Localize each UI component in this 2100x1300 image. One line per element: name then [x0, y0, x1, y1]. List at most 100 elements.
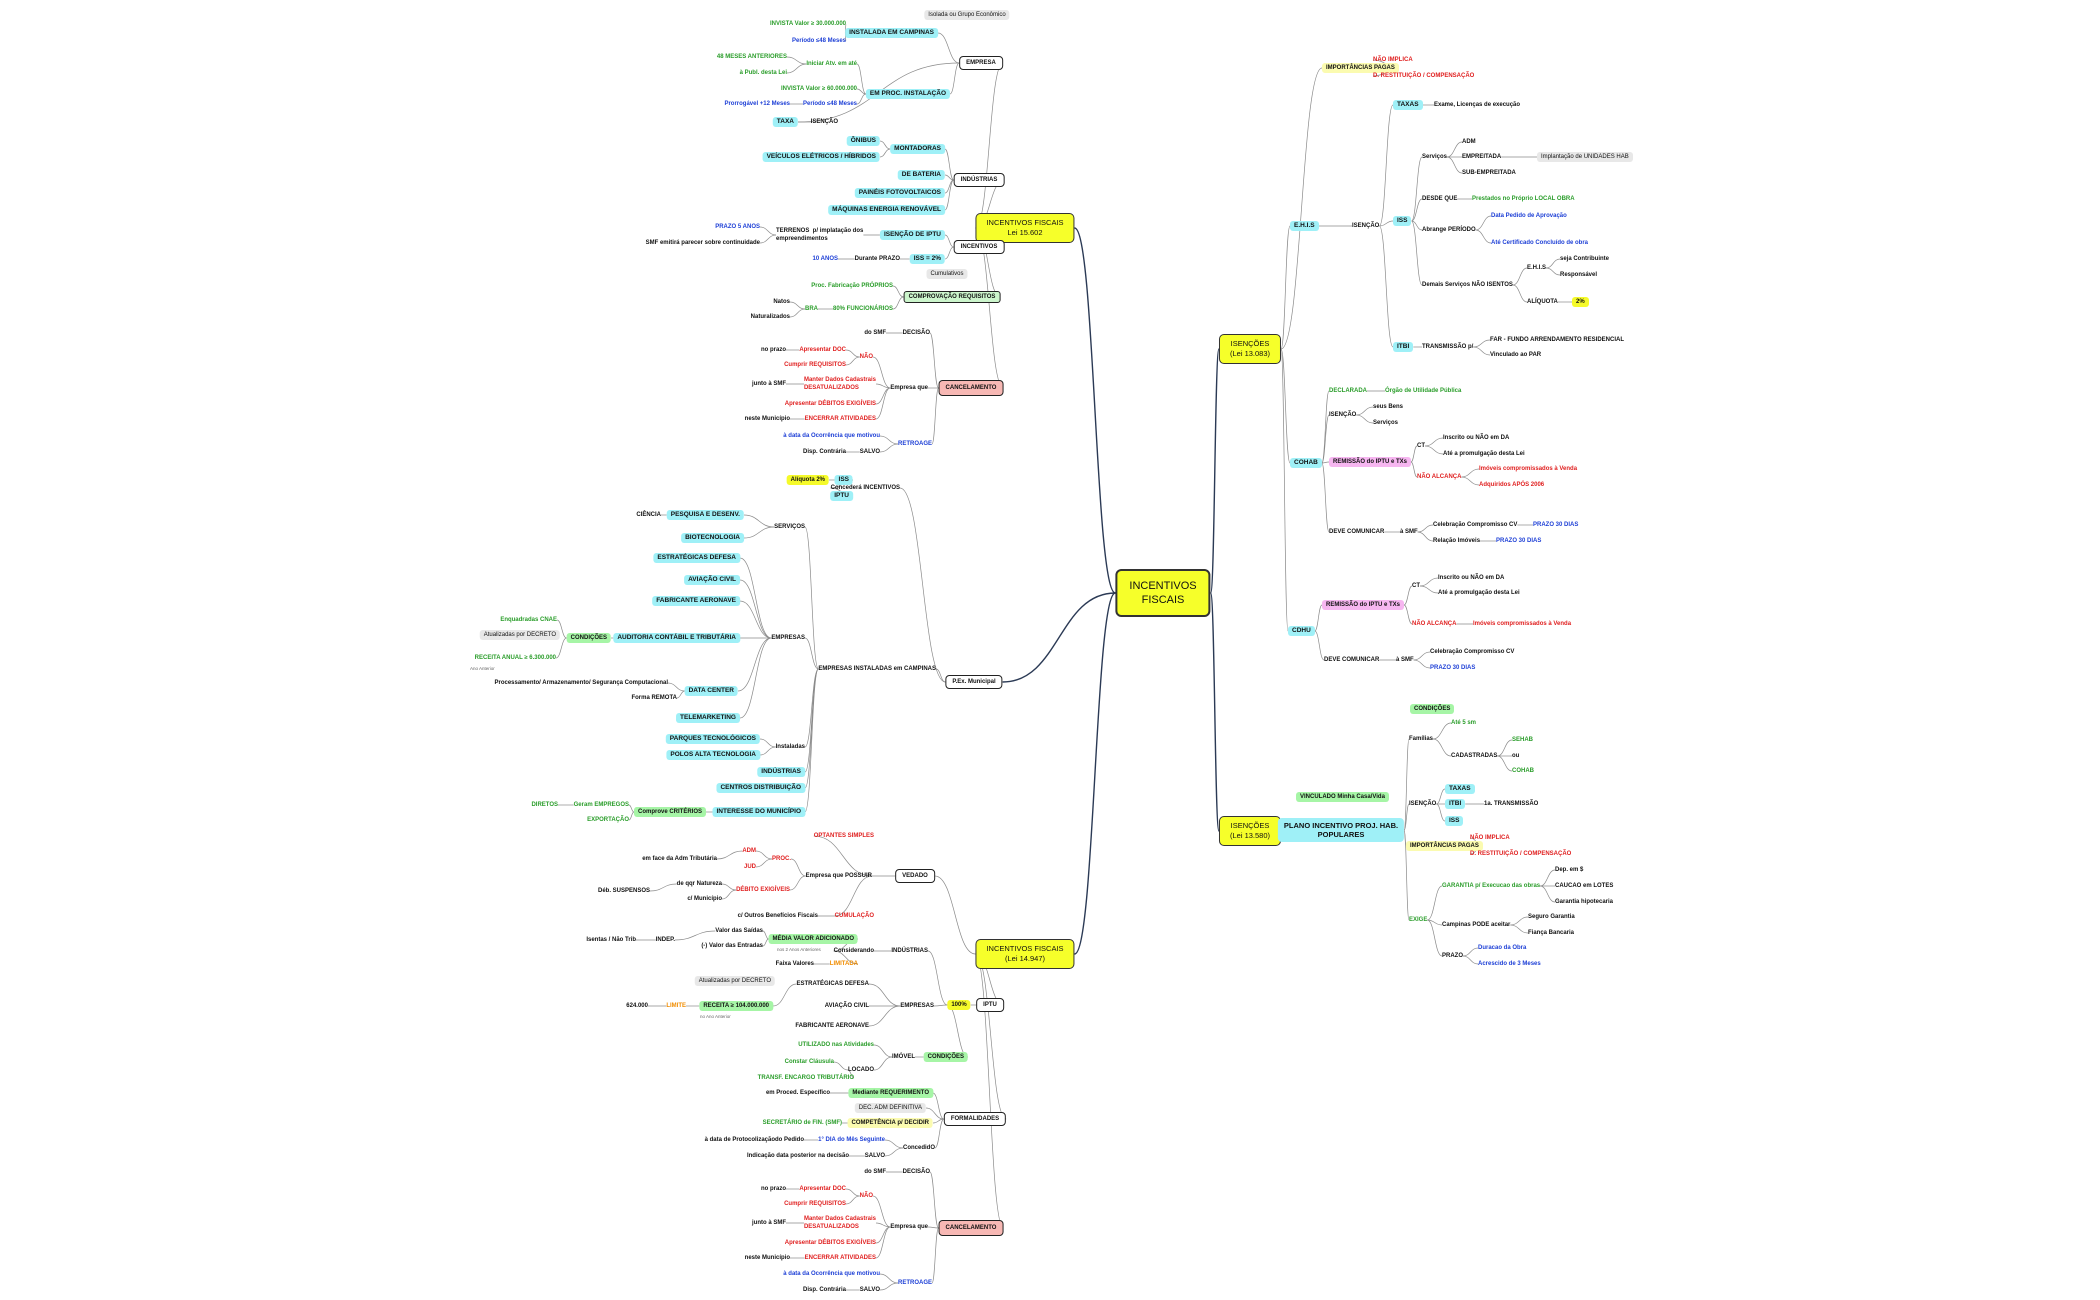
node-isencao1[interactable]: ISENÇÃO: [810, 119, 838, 125]
node-inv60[interactable]: INVISTA Valor ≥ 60.000.000: [781, 86, 857, 92]
node-asmf1[interactable]: à SMF: [1400, 529, 1418, 535]
node-prorrog[interactable]: Prorrogável +12 Meses: [724, 101, 790, 107]
node-devecom1[interactable]: DEVE COMUNICAR: [1329, 529, 1385, 535]
node-enquad[interactable]: Enquadradas CNAE: [500, 617, 557, 623]
node-root[interactable]: INCENTIVOS FISCAIS: [1115, 569, 1211, 617]
node-itbi5[interactable]: ITBI: [1393, 342, 1414, 352]
node-constar[interactable]: Constar Cláusula: [784, 1059, 834, 1065]
node-seusbens[interactable]: seus Bens: [1373, 404, 1404, 410]
node-nao1[interactable]: NÃO: [859, 354, 873, 360]
node-aliquota5[interactable]: ALÍQUOTA: [1527, 299, 1558, 305]
node-formarem[interactable]: Forma REMOTA: [631, 695, 677, 701]
node-seguro[interactable]: Seguro Garantia: [1528, 914, 1575, 920]
node-cancel1[interactable]: CANCELAMENTO: [938, 380, 1004, 396]
node-dia1[interactable]: 1° DIA do Mês Seguinte: [818, 1137, 885, 1143]
node-comprove[interactable]: Comprove CRITÉRIOS: [633, 807, 706, 817]
node-cancel2[interactable]: CANCELAMENTO: [938, 1220, 1004, 1236]
node-naoalc2[interactable]: NÃO ALCANÇA: [1412, 621, 1457, 627]
node-compet[interactable]: COMPETÊNCIA p/ DECIDIR: [847, 1118, 933, 1128]
node-iptu4[interactable]: IPTU: [976, 998, 1004, 1012]
node-iss7[interactable]: ISS: [1445, 816, 1464, 826]
node-decisao1[interactable]: DECISÃO: [902, 330, 930, 336]
node-prestados[interactable]: Prestados no Próprio LOCAL OBRA: [1472, 196, 1575, 202]
node-paineis[interactable]: PAINÉIS FOTOVOLTAICOS: [854, 188, 945, 198]
node-taxas7[interactable]: TAXAS: [1445, 784, 1475, 794]
node-ciencia[interactable]: CIÊNCIA: [636, 512, 661, 518]
node-transf[interactable]: TRANSF. ENCARGO TRIBUTÁRIO: [757, 1075, 854, 1081]
node-far[interactable]: FAR - FUNDO ARRENDAMENTO RESIDENCIAL: [1490, 337, 1625, 343]
node-prazo30c[interactable]: PRAZO 30 DIAS: [1430, 665, 1476, 671]
node-geram[interactable]: Geram EMPREGOS: [573, 802, 629, 808]
node-junto1[interactable]: junto à SMF: [752, 381, 786, 387]
node-isolada[interactable]: Isolada ou Grupo Econômico: [924, 10, 1010, 20]
node-adm[interactable]: ADM: [742, 848, 756, 854]
node-vedado[interactable]: VEDADO: [895, 869, 935, 883]
node-terrenos[interactable]: TERRENOS p/ implatação dos empreendiment…: [776, 228, 864, 242]
node-iss2[interactable]: ISS = 2%: [909, 254, 945, 264]
node-encerrar1[interactable]: ENCERRAR ATIVIDADES: [804, 416, 876, 422]
node-consid[interactable]: Considerando: [833, 948, 874, 954]
node-asmf2[interactable]: à SMF: [1396, 657, 1414, 663]
node-naoimpl1[interactable]: NÃO IMPLICA: [1373, 57, 1413, 63]
node-fabaer2[interactable]: FABRICANTE AERONAVE: [795, 1023, 869, 1029]
node-cumulativos[interactable]: Cumulativos: [926, 269, 968, 279]
node-isiptu[interactable]: ISENÇÃO DE IPTU: [879, 230, 945, 240]
node-indep[interactable]: INDEP.: [655, 937, 675, 943]
node-natural[interactable]: Naturalizados: [750, 314, 790, 320]
node-emface[interactable]: em face da Adm Tributária: [642, 856, 717, 862]
node-auditoria[interactable]: AUDITORIA CONTÁBIL E TRIBUTÁRIA: [613, 633, 740, 643]
node-ate5[interactable]: Até 5 sm: [1451, 720, 1477, 726]
node-veiculos[interactable]: VEÍCULOS ELÉTRICOS / HÍBRIDOS: [762, 152, 880, 162]
node-cadastr[interactable]: CADASTRADAS: [1451, 753, 1498, 759]
node-industrias3[interactable]: INDÚSTRIAS: [757, 767, 805, 777]
node-decadm[interactable]: DEC. ADM DEFINITIVA: [854, 1103, 926, 1113]
node-anoant2[interactable]: no Ano Anterior: [700, 1014, 731, 1019]
node-respons[interactable]: Responsável: [1560, 272, 1598, 278]
node-junto2[interactable]: junto à SMF: [752, 1220, 786, 1226]
node-jud[interactable]: JUD: [743, 864, 756, 870]
node-aliq2[interactable]: Alíquota 2%: [786, 475, 829, 485]
node-isentas[interactable]: Isentas / Não Trib: [586, 937, 636, 943]
node-imppagas2[interactable]: IMPORTÂNCIAS PAGAS: [1406, 841, 1483, 851]
node-atepromul2[interactable]: Até a promulgação desta Lei: [1438, 590, 1520, 596]
node-subemp[interactable]: SUB-EMPREITADA: [1462, 170, 1516, 176]
node-relacao[interactable]: Relação Imóveis: [1433, 538, 1481, 544]
node-estrdef2[interactable]: ESTRATÉGICAS DEFESA: [796, 981, 869, 987]
node-orgao[interactable]: Órgão de Utilidade Pública: [1385, 388, 1462, 394]
node-concedera[interactable]: Concederá INCENTIVOS: [830, 485, 900, 491]
node-empreit[interactable]: EMPREITADA: [1462, 154, 1502, 160]
node-debitos1[interactable]: Apresentar DÉBITOS EXIGÍVEIS: [784, 401, 876, 407]
node-plano[interactable]: PLANO INCENTIVO PROJ. HAB. POPULARES: [1277, 818, 1405, 842]
node-nao2[interactable]: NÃO: [859, 1193, 873, 1199]
node-atualdec1[interactable]: Atualizadas por DECRETO: [479, 630, 560, 640]
node-apresdoc1[interactable]: Apresentar DOC: [799, 347, 846, 353]
node-limite[interactable]: LIMITE: [666, 1003, 686, 1009]
node-func80[interactable]: 80% FUNCIONÁRIOS: [832, 306, 893, 312]
node-secret[interactable]: SECRETÁRIO de FIN. (SMF): [762, 1120, 842, 1126]
node-dispcont1[interactable]: Disp. Contrária: [802, 449, 846, 455]
node-manter2[interactable]: Manter Dados Cadastrais DESATUALIZADOS: [803, 1216, 876, 1230]
node-anoant1[interactable]: Ano Anterior: [470, 666, 495, 671]
node-debexig[interactable]: DÉBITO EXIGÍVEIS: [736, 887, 790, 893]
node-instcamp[interactable]: INSTALADA EM CAMPINAS: [845, 28, 938, 38]
node-p100[interactable]: 100%: [947, 1000, 971, 1010]
node-devecom2[interactable]: DEVE COMUNICAR: [1324, 657, 1380, 663]
node-process[interactable]: Processamento/ Armazenamento/ Segurança …: [494, 680, 669, 686]
node-imovel[interactable]: IMÓVEL: [891, 1054, 915, 1060]
node-noprazo1[interactable]: no prazo: [761, 347, 786, 353]
node-taxas5[interactable]: TAXAS: [1393, 100, 1423, 110]
node-l14947[interactable]: INCENTIVOS FISCAIS (Lei 14.947): [975, 939, 1075, 969]
node-debsusp[interactable]: Déb. SUSPENSOS: [597, 888, 650, 894]
node-drest2[interactable]: D. RESTITUIÇÃO / COMPENSAÇÃO: [1470, 851, 1572, 857]
node-remissao2[interactable]: REMISSÃO do IPTU e TXs: [1322, 600, 1405, 610]
node-ct1[interactable]: CT: [1417, 443, 1425, 449]
node-p2[interactable]: 2%: [1572, 297, 1589, 307]
node-instaladas[interactable]: Instaladas: [775, 744, 805, 750]
node-is13580[interactable]: ISENÇÕES (Lei 13.580): [1218, 816, 1282, 846]
node-is13083[interactable]: ISENÇÕES (Lei 13.083): [1218, 334, 1282, 364]
node-sejacont[interactable]: seja Contribuinte: [1560, 256, 1610, 262]
node-cohab2[interactable]: COHAB: [1512, 768, 1534, 774]
node-cdhu[interactable]: CDHU: [1288, 626, 1315, 636]
node-adquir[interactable]: Adquiridos APÓS 2006: [1479, 482, 1545, 488]
node-fabaer[interactable]: FABRICANTE AERONAVE: [652, 596, 740, 606]
